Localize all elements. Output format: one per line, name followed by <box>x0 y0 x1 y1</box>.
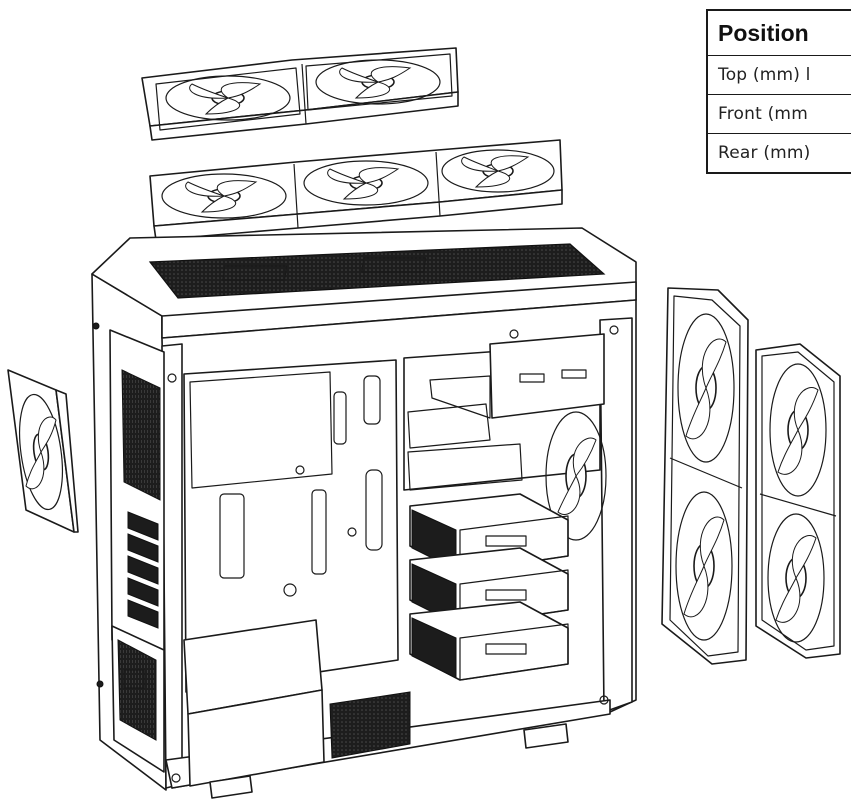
case-chassis-icon <box>91 227 637 799</box>
fan-icon <box>769 363 827 497</box>
table-row: Front (mm <box>706 94 851 134</box>
top-fan-trio <box>149 139 563 241</box>
fan-icon <box>441 149 555 193</box>
spec-row-front: Front (mm <box>706 94 851 134</box>
fan-icon <box>19 393 63 511</box>
pci-slots <box>127 511 159 629</box>
table-row: Rear (mm) <box>706 133 851 174</box>
spec-row-rear: Rear (mm) <box>706 133 851 174</box>
fan-icon <box>315 59 441 105</box>
drive-tray-icon <box>409 601 569 681</box>
fan-icon <box>677 313 735 463</box>
fan-icon <box>161 173 287 219</box>
top-fan-pair <box>141 47 459 141</box>
table-row: Top (mm) l <box>706 55 851 95</box>
spec-table-header-position: Position <box>706 9 851 56</box>
front-fan-panel-2 <box>755 343 841 659</box>
fan-icon <box>767 513 825 643</box>
fan-icon <box>303 160 429 206</box>
fan-icon <box>165 75 291 121</box>
fan-spec-table: Position Top (mm) l Front (mm Rear (mm) <box>706 9 851 174</box>
spec-row-top: Top (mm) l <box>706 55 851 95</box>
spec-table-header-row: Position <box>706 9 851 56</box>
rear-fan <box>7 369 79 533</box>
front-fan-panel-1 <box>661 287 749 665</box>
fan-icon <box>675 491 733 641</box>
fan-icon <box>545 411 607 541</box>
